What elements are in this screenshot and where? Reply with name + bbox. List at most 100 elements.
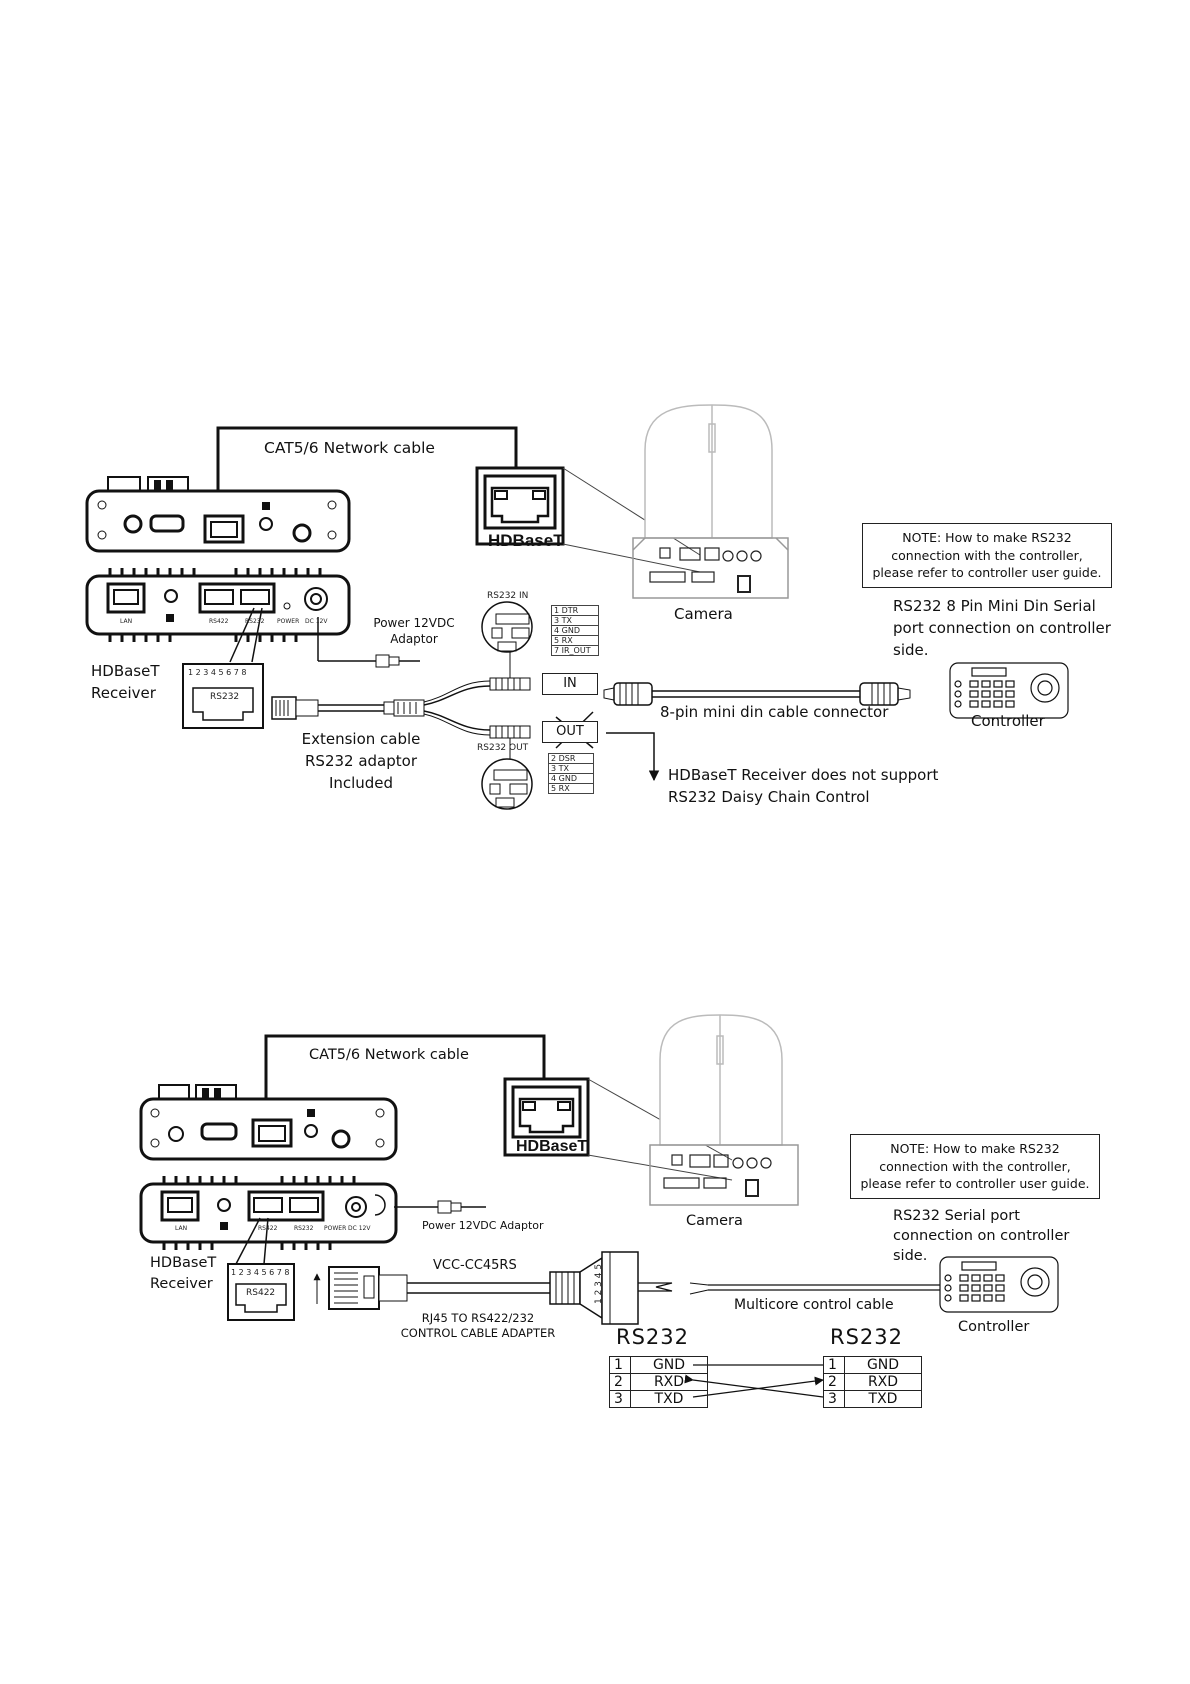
- daisy-chain-line: RS232 Daisy Chain Control: [668, 788, 870, 806]
- adapter-description-line: CONTROL CABLE ADAPTER: [400, 1326, 556, 1340]
- port-label-power-2: POWER: [324, 1225, 347, 1232]
- hdbaset-label-1: HDBaseT: [488, 531, 564, 550]
- power-adaptor-label-line: Adaptor: [390, 631, 438, 646]
- rj45-port-label-2: RS422: [246, 1288, 276, 1298]
- port-label-rs232-1: RS232: [245, 618, 265, 625]
- receiver-label-line: Receiver: [150, 1276, 213, 1292]
- port-label-rs422-2: RS422: [258, 1225, 278, 1232]
- receiver-label-line: Receiver: [91, 684, 156, 702]
- receiver-label-line: HDBaseT: [150, 1255, 217, 1271]
- controller-description-line: RS232 8 Pin Mini Din Serial: [893, 597, 1096, 615]
- note-line: connection with the controller,: [879, 1158, 1071, 1174]
- note-box-1: NOTE: How to make RS232 connection with …: [862, 523, 1112, 588]
- pin-row: 4 GND: [552, 626, 598, 636]
- left-table-title: RS232: [616, 1325, 690, 1349]
- port-label-dc-2: DC 12V: [348, 1225, 371, 1232]
- pin-row: 3 TX: [552, 616, 598, 626]
- pin-row: 5 RX: [549, 784, 593, 794]
- rj45-port-label-1: RS232: [210, 692, 240, 702]
- controller-description-2: RS232 Serial port connection on controll…: [893, 1206, 1069, 1266]
- pin-row: 7 IR_OUT: [552, 646, 598, 656]
- rs422-callout-2: [235, 1217, 261, 1265]
- daisy-chain-note: HDBaseT Receiver does not support RS232 …: [668, 764, 938, 808]
- connector-label-1: 8-pin mini din cable connector: [660, 703, 889, 721]
- in-label: IN: [542, 673, 598, 695]
- power-adaptor-label-2: Power 12VDC Adaptor: [422, 1219, 544, 1232]
- network-cable-label-1: CAT5/6 Network cable: [264, 439, 435, 457]
- controller-description-1: RS232 8 Pin Mini Din Serial port connect…: [893, 595, 1111, 661]
- pin-signal: RXD: [630, 1373, 708, 1391]
- rs232-in-pinout: [481, 601, 533, 653]
- receiver-label-1: HDBaseT Receiver: [91, 660, 160, 704]
- pin-signal: TXD: [630, 1390, 708, 1408]
- note-line: connection with the controller,: [891, 547, 1083, 563]
- controller-description-line: side.: [893, 1248, 928, 1264]
- rj45-adapter-2: [313, 1251, 639, 1325]
- extension-cable-1: [271, 638, 531, 760]
- note-line: NOTE: How to make RS232: [902, 530, 1072, 545]
- power-adaptor-label-1: Power 12VDC Adaptor: [366, 616, 462, 647]
- mini-din-cable-1: [603, 682, 911, 706]
- pin-signal: RXD: [844, 1373, 922, 1391]
- extension-cable-label-line: RS232 adaptor: [305, 752, 417, 770]
- terminal-pin-numbers: 1 2 3 4 5: [594, 1263, 604, 1304]
- pin-row: 2 DSR: [549, 754, 593, 764]
- controller-label-2: Controller: [958, 1319, 1030, 1335]
- note-box-2: NOTE: How to make RS232 connection with …: [850, 1134, 1100, 1199]
- port-label-rs422-1: RS422: [209, 618, 229, 625]
- network-cable-2: [264, 1034, 546, 1134]
- rj45-detail-box-2: [227, 1263, 295, 1321]
- camera-label-1: Camera: [674, 605, 733, 623]
- multicore-cable-2: [638, 1282, 940, 1295]
- extension-cable-label-1: Extension cable RS232 adaptor Included: [286, 728, 436, 794]
- rs232-in-pin-table: 1 DTR 3 TX 4 GND 5 RX 7 IR_OUT: [551, 605, 599, 656]
- adapter-description-line: RJ45 TO RS422/232: [421, 1311, 535, 1325]
- hdbaset-label-2: HDBaseT: [516, 1138, 588, 1155]
- pin-row: 4 GND: [549, 774, 593, 784]
- daisy-chain-line: HDBaseT Receiver does not support: [668, 766, 939, 784]
- note-line: please refer to controller user guide.: [860, 1176, 1090, 1191]
- pin-signal: TXD: [844, 1390, 922, 1408]
- power-adaptor-1: [317, 617, 420, 668]
- receiver-label-line: HDBaseT: [91, 662, 160, 680]
- pin-signal: GND: [630, 1356, 708, 1374]
- diagram-2: [139, 1014, 1059, 1398]
- rj45-pin-numbers-1: 1 2 3 4 5 6 7 8: [188, 668, 247, 677]
- network-cable-1: [216, 426, 518, 524]
- pin-number: 2: [823, 1373, 845, 1391]
- camera-2: [649, 1014, 799, 1206]
- pin-number: 3: [823, 1390, 845, 1408]
- rs232-out-pin-table: 2 DSR 3 TX 4 GND 5 RX: [548, 753, 594, 794]
- extension-cable-label-line: Included: [328, 774, 394, 792]
- diagram-1: [85, 404, 1069, 810]
- camera-1: [632, 404, 789, 599]
- pin-signal: GND: [844, 1356, 922, 1374]
- controller-description-line: RS232 Serial port: [893, 1208, 1020, 1224]
- rs232-out-pinout: [481, 758, 533, 810]
- pin-number: 1: [609, 1356, 631, 1374]
- controller-description-line: side.: [893, 641, 929, 659]
- pin-row: 1 DTR: [552, 606, 598, 616]
- adapter-description: RJ45 TO RS422/232 CONTROL CABLE ADAPTER: [388, 1311, 568, 1341]
- out-label: OUT: [542, 721, 598, 743]
- port-label-power-1: POWER: [277, 618, 300, 625]
- controller-description-line: port connection on controller: [893, 619, 1111, 637]
- right-table-title: RS232: [830, 1325, 904, 1349]
- pin-number: 2: [609, 1373, 631, 1391]
- power-adaptor-2: [394, 1200, 486, 1214]
- rs232-out-title: RS232 OUT: [477, 743, 529, 753]
- hdbaset-transmitter-2: [139, 1084, 398, 1161]
- receiver-label-2: HDBaseT Receiver: [150, 1253, 216, 1295]
- camera-label-2: Camera: [686, 1213, 743, 1229]
- hdbaset-transmitter-1: [85, 476, 351, 553]
- controller-1: [949, 662, 1069, 719]
- hdbaset-receiver-1: [85, 568, 351, 642]
